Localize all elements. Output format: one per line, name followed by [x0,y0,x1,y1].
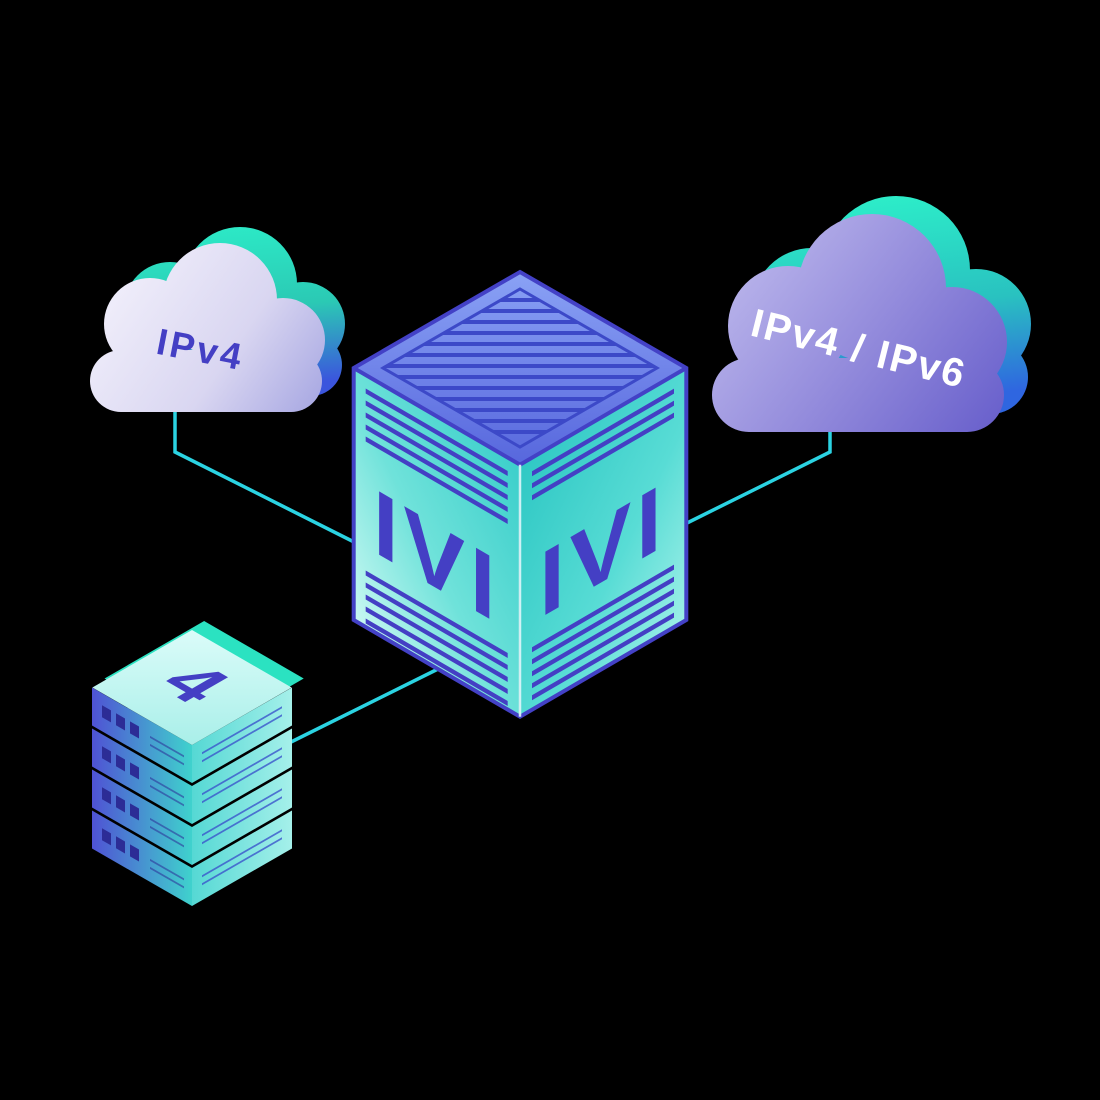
box-edges [351,269,689,720]
right-cloud-connector [682,428,832,527]
connector-lines [173,402,832,748]
ipv4-cloud-icon: IPv4 [90,227,345,412]
left-cloud-connector [173,402,361,547]
server-stack-icon: 4 [90,621,304,908]
ipv4-ipv6-cloud-icon: IPv4 / IPv6 [712,196,1031,432]
box-right-face: IVI [520,368,687,717]
box-left-face: IVI [353,368,520,717]
server-stack-connector [282,666,441,748]
ivi-translator-box-icon: IVI IVI [351,269,689,720]
